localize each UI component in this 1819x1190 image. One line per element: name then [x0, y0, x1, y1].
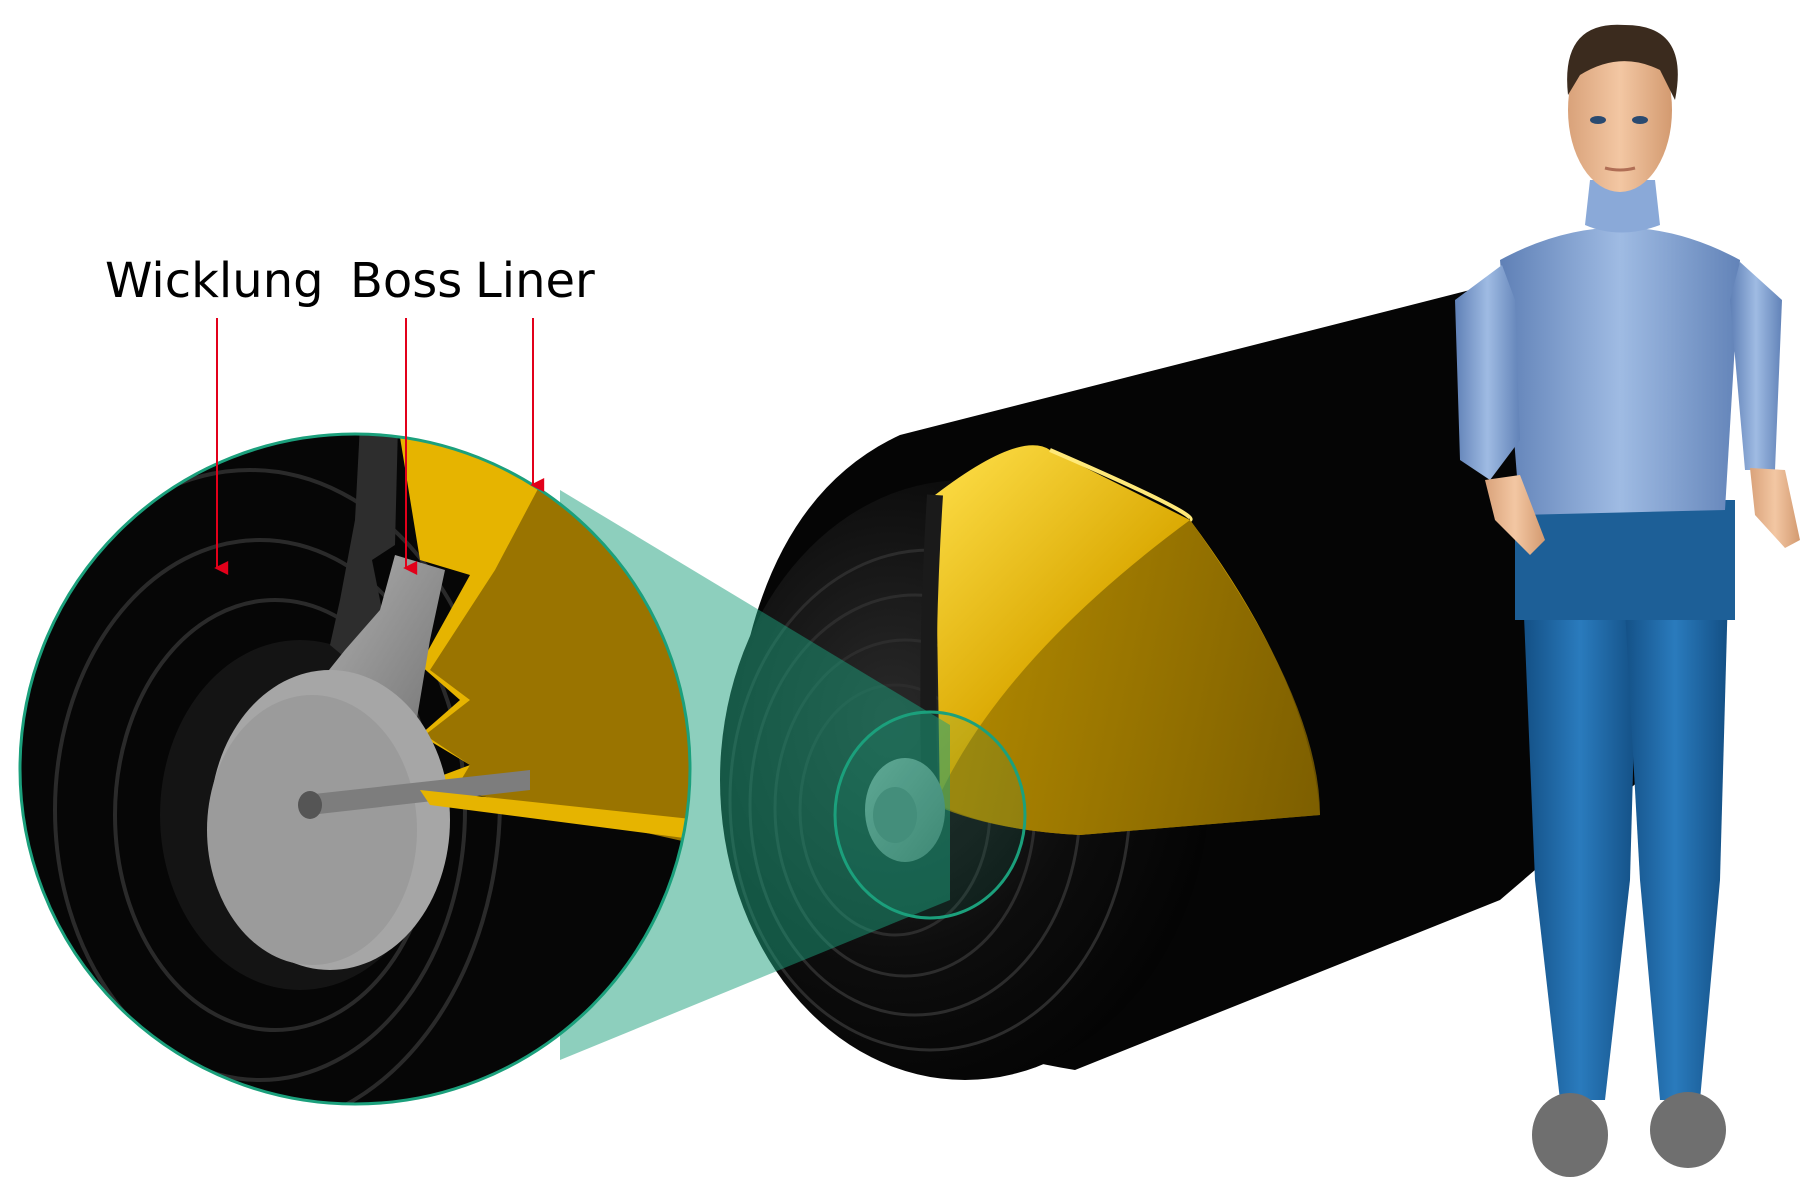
figure-right-shoe: [1650, 1092, 1726, 1168]
component-labels: Wicklung Boss Liner: [105, 253, 595, 575]
figure-right-leg: [1620, 520, 1730, 1100]
figure-left-arm: [1455, 265, 1520, 480]
figure-torso: [1500, 227, 1740, 515]
figure-right-eye: [1632, 116, 1648, 124]
magnified-boss-hole: [298, 791, 322, 819]
magnified-boss-face-shade: [207, 695, 417, 965]
label-liner: Liner: [475, 253, 595, 309]
figure-neck: [1585, 180, 1660, 233]
figure-right-hand: [1750, 468, 1800, 548]
figure-left-shoe: [1532, 1093, 1608, 1177]
liner-cutaway-inner: [935, 520, 1320, 835]
magnified-liner-strip: [420, 790, 690, 840]
figure-mouth: [1604, 166, 1636, 172]
figure-hips: [1515, 500, 1735, 620]
magnified-detail: [18, 432, 692, 1106]
magnified-boss-channel: [305, 770, 530, 815]
hydrogen-tank: [720, 290, 1641, 1080]
figure-head: [1568, 28, 1672, 192]
figure-hair: [1567, 24, 1678, 100]
label-boss: Boss: [350, 253, 462, 309]
figure-left-eye: [1590, 116, 1606, 124]
label-wicklung: Wicklung: [105, 253, 324, 309]
human-scale-figure: [1455, 24, 1800, 1177]
figure-left-leg: [1520, 520, 1640, 1100]
callout-source-circle: [833, 710, 1027, 920]
figure-right-arm: [1730, 262, 1782, 470]
magnified-circle-border: [18, 432, 692, 1106]
figure-left-hand: [1485, 475, 1545, 555]
cutaway-edge: [1049, 448, 1193, 522]
